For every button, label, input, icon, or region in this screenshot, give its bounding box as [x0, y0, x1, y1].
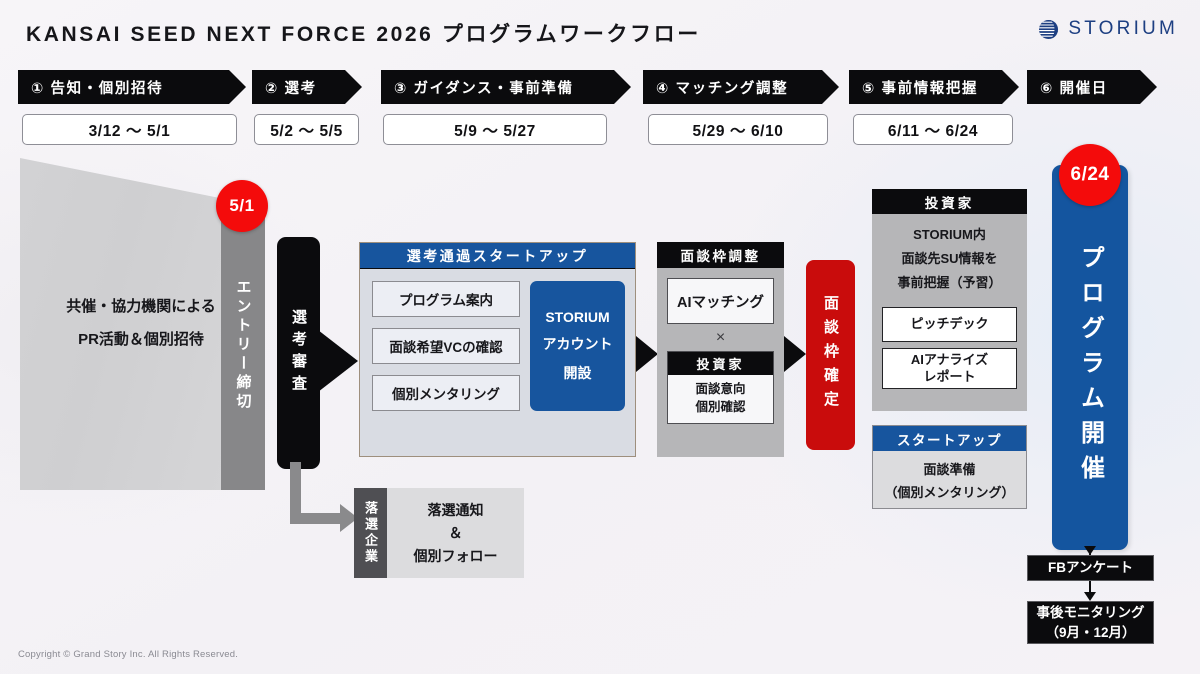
step-chevron-1[interactable]: ① 告知・個別招待: [18, 70, 246, 104]
pr-funnel-text: 共催・協力機関による PR活動＆個別招待: [36, 290, 246, 356]
matching-operator: ×: [715, 329, 726, 346]
rejection-connector-horizontal: [290, 513, 346, 524]
startup-item-mentoring[interactable]: 個別メンタリング: [372, 375, 520, 411]
investor-box-ai-analyze-report[interactable]: AIアナライズ レポート: [882, 348, 1017, 390]
connector-fb-to-monitoring-arrow-icon: [1084, 592, 1096, 601]
matching-investor-line1: 面談意向: [695, 382, 746, 396]
interview-slot-fixed-label: 面談枠確定: [822, 295, 839, 415]
step-chevron-5[interactable]: ⑤ 事前情報把握: [849, 70, 1019, 104]
step-date-2: 5/2 〜 5/5: [254, 114, 359, 145]
entry-deadline-badge: 5/1: [216, 180, 268, 232]
rejection-tab: 落選企業: [354, 488, 387, 578]
post-monitoring-box[interactable]: 事後モニタリング （9月・12月）: [1027, 601, 1154, 644]
footer-copyright: Copyright © Grand Story Inc. All Rights …: [18, 649, 239, 660]
rejection-connector-arrow-icon: [340, 504, 358, 532]
account-box-line1: STORIUM: [545, 309, 610, 325]
step-chevron-3[interactable]: ③ ガイダンス・事前準備: [381, 70, 631, 104]
step-date-1: 3/12 〜 5/1: [22, 114, 237, 145]
entry-deadline-label: エントリー締切: [234, 278, 252, 412]
startup-prep-header: スタートアップ: [873, 426, 1026, 451]
matching-panel: 面談枠調整 AIマッチング × 投資家 面談意向 個別確認: [657, 242, 784, 457]
investor-line1: STORIUM内: [913, 227, 986, 242]
screening-bar: 選考審査: [277, 237, 320, 469]
interview-slot-fixed-box: 面談枠確定: [806, 260, 855, 450]
post-monitoring-line2: （9月・12月）: [1045, 624, 1136, 640]
page-title: KANSAI SEED NEXT FORCE 2026 プログラムワークフロー: [26, 23, 701, 46]
account-box-line3: 開設: [563, 365, 592, 381]
screening-label: 選考審査: [290, 309, 307, 397]
arrow-matching-to-fix-icon: [784, 336, 806, 372]
startup-prep-line2: （個別メンタリング）: [884, 484, 1015, 500]
investor-line2: 面談先SU情報を: [901, 251, 998, 267]
logo-wordmark: STORIUM: [1068, 18, 1178, 39]
step-chevron-2[interactable]: ② 選考: [252, 70, 362, 104]
rejection-tab-label: 落選企業: [363, 501, 378, 565]
arrow-screening-to-startup-icon: [318, 330, 358, 392]
fb-survey-box[interactable]: FBアンケート: [1027, 555, 1154, 581]
step-chevron-4[interactable]: ④ マッチング調整: [643, 70, 839, 104]
startup-panel-header: 選考通過スタートアップ: [360, 243, 635, 269]
ai-report-line1: AIアナライズ: [910, 351, 989, 367]
step-date-5: 6/11 〜 6/24: [853, 114, 1013, 145]
program-date-badge: 6/24: [1059, 144, 1121, 206]
storium-logo: STORIUM: [1038, 18, 1178, 40]
matching-panel-header: 面談枠調整: [657, 242, 784, 268]
pr-funnel-line2: PR活動＆個別招待: [78, 331, 204, 348]
startup-item-vc-confirm[interactable]: 面談希望VCの確認: [372, 328, 520, 364]
entry-deadline-bar: エントリー締切: [221, 200, 265, 490]
matching-investor-subpanel: 投資家 面談意向 個別確認: [667, 351, 774, 425]
step-chevron-6[interactable]: ⑥ 開催日: [1027, 70, 1157, 104]
rejection-line2: ＆: [448, 524, 463, 541]
investor-panel: 投資家 STORIUM内 面談先SU情報を 事前把握（予習） ピッチデック AI…: [872, 189, 1027, 411]
investor-line3: 事前把握（予習）: [897, 275, 1002, 291]
fb-survey-label: FBアンケート: [1048, 560, 1133, 576]
storium-account-box[interactable]: STORIUM アカウント 開設: [530, 281, 625, 411]
startup-panel: 選考通過スタートアップ プログラム案内 面談希望VCの確認 個別メンタリング S…: [359, 242, 636, 457]
striped-globe-icon: [1038, 19, 1059, 40]
startup-prep-panel: スタートアップ 面談準備 （個別メンタリング）: [872, 425, 1027, 509]
step-date-4: 5/29 〜 6/10: [648, 114, 828, 145]
rejection-connector-vertical: [290, 462, 301, 524]
matching-investor-line2: 個別確認: [695, 400, 746, 415]
ai-report-line2: レポート: [923, 368, 976, 384]
rejection-body: 落選通知 ＆ 個別フォロー: [387, 488, 524, 578]
ai-matching-box[interactable]: AIマッチング: [667, 278, 774, 324]
account-box-line2: アカウント: [542, 336, 613, 352]
program-event-column: プログラム開催: [1052, 165, 1128, 550]
pr-funnel-line1: 共催・協力機関による: [66, 298, 216, 315]
startup-item-program-guide[interactable]: プログラム案内: [372, 281, 520, 317]
startup-prep-line1: 面談準備: [923, 462, 976, 477]
pr-funnel-shape: [20, 158, 252, 490]
investor-box-pitchdeck[interactable]: ピッチデック: [882, 307, 1017, 343]
investor-panel-header: 投資家: [872, 189, 1027, 214]
connector-program-to-fb-arrow-icon: [1084, 546, 1096, 555]
arrow-startup-to-matching-icon: [636, 336, 658, 372]
rejection-line3: 個別フォロー: [413, 547, 498, 564]
step-date-3: 5/9 〜 5/27: [383, 114, 607, 145]
post-monitoring-line1: 事後モニタリング: [1036, 604, 1145, 620]
matching-investor-header: 投資家: [668, 352, 773, 375]
rejection-line1: 落選通知: [427, 501, 484, 518]
program-event-label: プログラム開催: [1076, 245, 1104, 490]
connector-fb-to-monitoring: [1089, 581, 1091, 597]
